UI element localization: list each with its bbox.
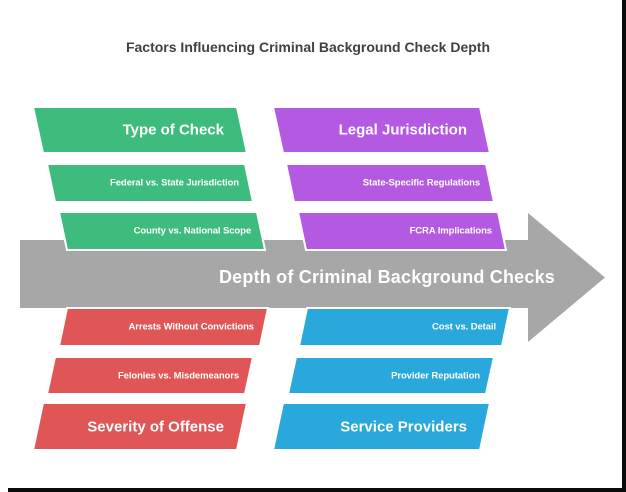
type-of-check-header-label: Type of Check xyxy=(123,122,225,139)
service-providers-item-2-label: Provider Reputation xyxy=(391,371,480,382)
type-of-check-item-2-shape xyxy=(57,211,267,251)
legal-jurisdiction-header-label: Legal Jurisdiction xyxy=(339,122,467,139)
diagram-title: Factors Influencing Criminal Background … xyxy=(126,39,490,55)
group-type-of-check: Type of Check Federal vs. State Jurisdic… xyxy=(31,106,267,251)
legal-jurisdiction-item-1-shape xyxy=(284,163,496,203)
legal-jurisdiction-header-shape xyxy=(271,106,492,154)
type-of-check-item-1-shape xyxy=(45,163,255,203)
central-arrow-label: Depth of Criminal Background Checks xyxy=(219,267,555,287)
service-providers-item-1-label: Cost vs. Detail xyxy=(432,322,496,333)
group-legal-jurisdiction: Legal Jurisdiction State-Specific Regula… xyxy=(271,106,508,251)
severity-of-offense-item-2-shape xyxy=(45,356,255,395)
legal-jurisdiction-item-2-shape xyxy=(296,211,508,251)
service-providers-item-1-shape xyxy=(297,307,512,347)
type-of-check-item-1-label: Federal vs. State Jurisdiction xyxy=(110,178,239,189)
type-of-check-header-shape xyxy=(31,106,249,154)
severity-of-offense-item-2-label: Felonies vs. Misdemeanors xyxy=(118,371,239,382)
legal-jurisdiction-item-1-label: State-Specific Regulations xyxy=(363,178,480,189)
service-providers-item-2-shape xyxy=(286,356,496,395)
severity-of-offense-item-1-label: Arrests Without Convictions xyxy=(129,322,254,333)
type-of-check-item-2-label: County vs. National Scope xyxy=(134,226,251,237)
service-providers-header-label: Service Providers xyxy=(340,419,467,436)
frame-bottom-border xyxy=(8,488,626,492)
severity-of-offense-header-label: Severity of Offense xyxy=(87,419,224,436)
service-providers-header-shape xyxy=(271,402,492,451)
severity-of-offense-header-shape xyxy=(31,402,249,451)
severity-of-offense-item-1-shape xyxy=(57,307,270,347)
group-service-providers: Cost vs. Detail Provider Reputation Serv… xyxy=(271,307,512,451)
legal-jurisdiction-item-2-label: FCRA Implications xyxy=(410,226,492,237)
group-severity-of-offense: Arrests Without Convictions Felonies vs.… xyxy=(31,307,270,451)
frame-right-border xyxy=(622,0,626,492)
